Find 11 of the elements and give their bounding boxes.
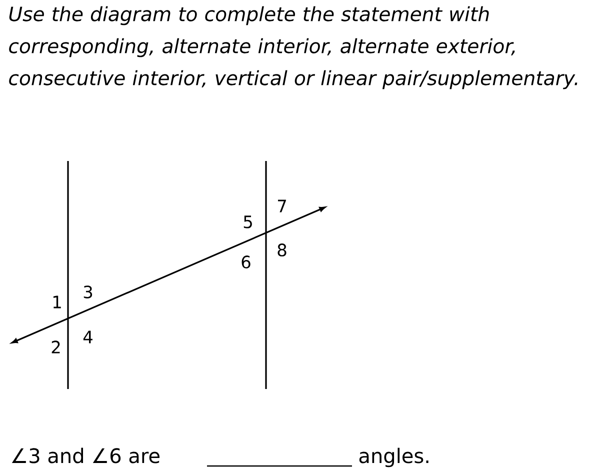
instruction-text: Use the diagram to complete the statement with corresponding, alternate interior, alternate exterior, consecutive interior, vertical or linear pair/supplementary. xyxy=(9,6,578,90)
statement-text: angles. xyxy=(359,448,428,468)
statement-text: ∠3 and ∠6 are xyxy=(12,448,160,464)
angle-number: 7 xyxy=(278,200,286,212)
angle-number: 3 xyxy=(84,286,92,298)
angle-number: 2 xyxy=(52,340,60,354)
angle-number: 4 xyxy=(83,330,92,344)
angle-number: 5 xyxy=(244,216,252,228)
angle-number: 6 xyxy=(242,256,250,268)
angle-number: 1 xyxy=(53,296,61,308)
angle-number: 8 xyxy=(278,244,286,256)
